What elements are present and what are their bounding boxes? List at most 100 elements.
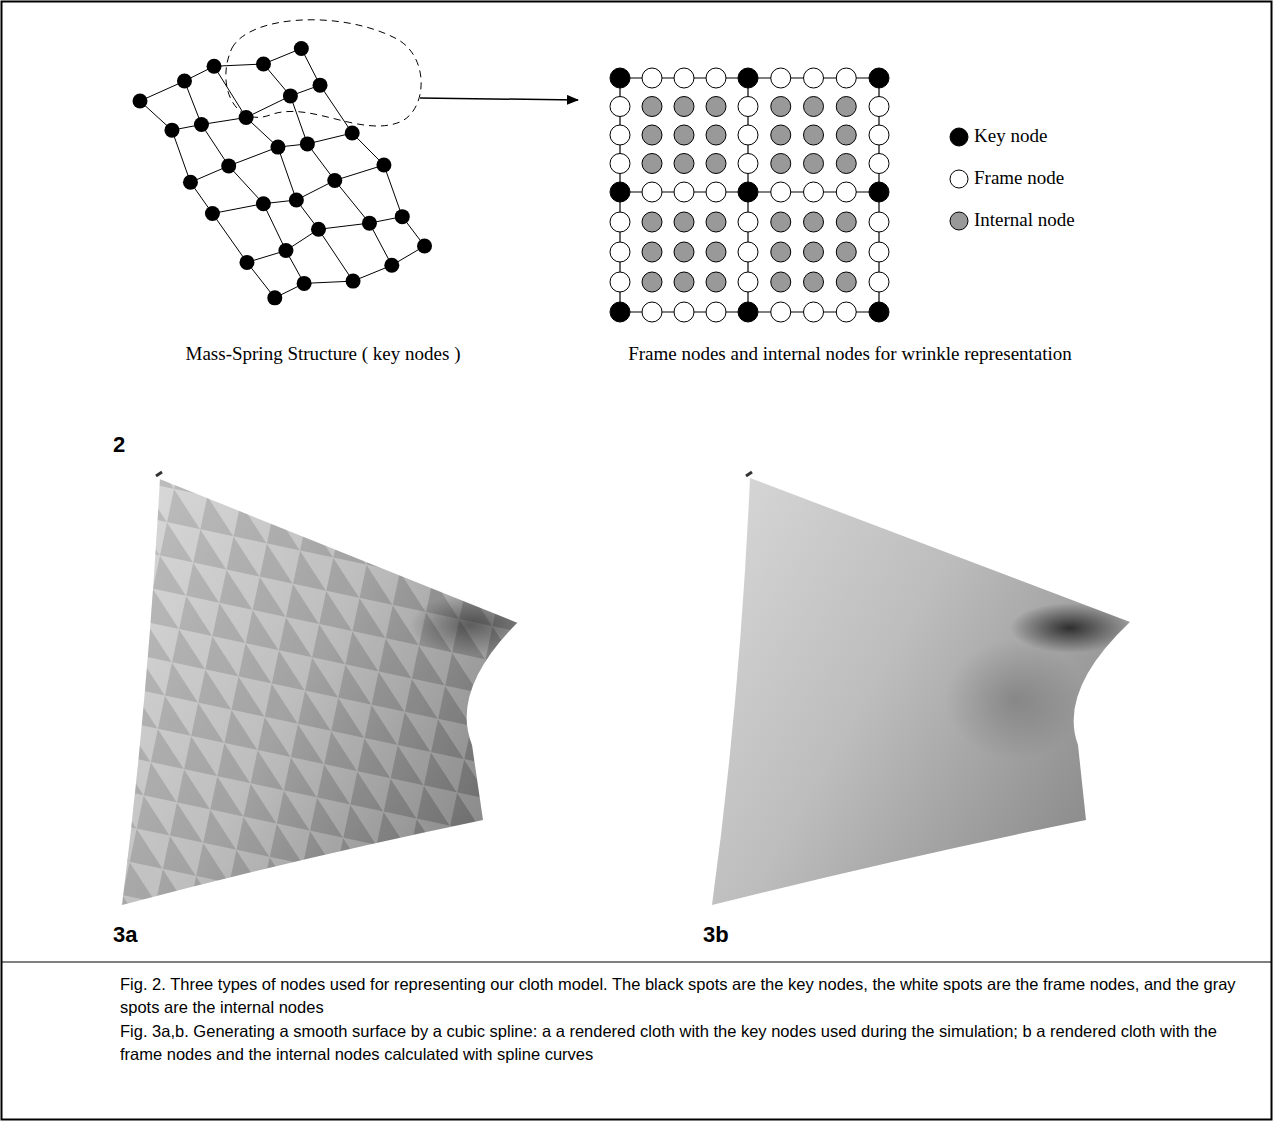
internal-node bbox=[836, 242, 856, 262]
legend-text: Internal node bbox=[974, 209, 1075, 231]
frame-node bbox=[610, 154, 630, 174]
figure-caption: Fig. 2. Three types of nodes used for re… bbox=[120, 973, 1245, 1019]
legend-swatch-box bbox=[948, 208, 972, 234]
internal-node bbox=[836, 212, 856, 232]
mass-spring-mesh bbox=[133, 41, 433, 305]
frame-node bbox=[674, 302, 694, 322]
internal-node bbox=[804, 154, 824, 174]
mass-node bbox=[376, 158, 391, 173]
internal-node bbox=[771, 272, 791, 292]
node-grid bbox=[610, 68, 889, 322]
internal-node bbox=[771, 212, 791, 232]
frame-node bbox=[738, 272, 758, 292]
frame-node bbox=[804, 182, 824, 202]
mass-node bbox=[278, 243, 293, 258]
frame-node bbox=[836, 182, 856, 202]
internal-node bbox=[674, 272, 694, 292]
mass-node bbox=[327, 173, 342, 188]
panel-caption: Mass-Spring Structure ( key nodes ) bbox=[186, 343, 461, 365]
internal-node bbox=[771, 125, 791, 145]
internal-node bbox=[836, 97, 856, 117]
frame-node bbox=[642, 182, 662, 202]
internal-node bbox=[836, 272, 856, 292]
frame-node bbox=[836, 302, 856, 322]
zoom-arrow bbox=[420, 98, 578, 100]
frame-node bbox=[738, 242, 758, 262]
internal-node bbox=[804, 272, 824, 292]
key-node bbox=[610, 68, 630, 88]
mass-node bbox=[194, 117, 209, 132]
mass-node bbox=[270, 140, 285, 155]
legend-swatch bbox=[950, 128, 968, 146]
key-node bbox=[869, 182, 889, 202]
mass-node bbox=[256, 57, 271, 72]
mass-node bbox=[239, 110, 254, 125]
internal-node bbox=[771, 97, 791, 117]
spring bbox=[335, 180, 370, 223]
mass-node bbox=[297, 276, 312, 291]
spring bbox=[278, 147, 296, 200]
frame-node bbox=[771, 302, 791, 322]
frame-node bbox=[836, 68, 856, 88]
mass-node bbox=[267, 290, 282, 305]
key-node bbox=[869, 68, 889, 88]
mass-node bbox=[177, 74, 192, 89]
internal-node bbox=[642, 212, 662, 232]
frame-node bbox=[610, 242, 630, 262]
key-node bbox=[610, 182, 630, 202]
key-node bbox=[738, 302, 758, 322]
internal-node bbox=[706, 97, 726, 117]
mass-node bbox=[183, 175, 198, 190]
mass-node bbox=[384, 258, 399, 273]
frame-node bbox=[642, 68, 662, 88]
internal-node bbox=[674, 154, 694, 174]
frame-node bbox=[674, 182, 694, 202]
mass-node bbox=[313, 78, 328, 93]
internal-node bbox=[836, 125, 856, 145]
mass-node bbox=[256, 196, 271, 211]
internal-node bbox=[642, 272, 662, 292]
internal-node bbox=[674, 97, 694, 117]
legend-swatch-box bbox=[948, 166, 972, 192]
internal-node bbox=[706, 272, 726, 292]
frame-node bbox=[869, 272, 889, 292]
spring bbox=[318, 229, 353, 281]
internal-node bbox=[804, 242, 824, 262]
internal-node bbox=[642, 242, 662, 262]
frame-node bbox=[869, 242, 889, 262]
mass-node bbox=[345, 126, 360, 141]
mass-node bbox=[294, 41, 309, 56]
legend-swatch-box bbox=[948, 124, 972, 150]
frame-node bbox=[771, 182, 791, 202]
frame-node bbox=[706, 302, 726, 322]
key-node bbox=[738, 182, 758, 202]
internal-node bbox=[804, 97, 824, 117]
mass-node bbox=[417, 239, 432, 254]
internal-node bbox=[836, 154, 856, 174]
mass-node bbox=[300, 136, 315, 151]
figure-number: 3a bbox=[113, 922, 137, 948]
spring bbox=[172, 130, 191, 182]
figure-number: 2 bbox=[113, 432, 125, 458]
legend-text: Frame node bbox=[974, 167, 1064, 189]
internal-node bbox=[706, 212, 726, 232]
mass-node bbox=[283, 88, 298, 103]
internal-node bbox=[674, 242, 694, 262]
frame-node bbox=[610, 125, 630, 145]
frame-node bbox=[869, 154, 889, 174]
mass-node bbox=[164, 123, 179, 138]
spring bbox=[212, 214, 247, 263]
spring bbox=[384, 165, 402, 217]
internal-node bbox=[674, 125, 694, 145]
frame-node bbox=[738, 125, 758, 145]
spring bbox=[229, 166, 264, 204]
panel-caption: Frame nodes and internal nodes for wrink… bbox=[628, 343, 1072, 365]
key-node bbox=[738, 68, 758, 88]
selection-outline bbox=[226, 20, 421, 126]
frame-node bbox=[738, 154, 758, 174]
mass-node bbox=[289, 192, 304, 207]
internal-node bbox=[804, 125, 824, 145]
spring bbox=[335, 165, 384, 180]
